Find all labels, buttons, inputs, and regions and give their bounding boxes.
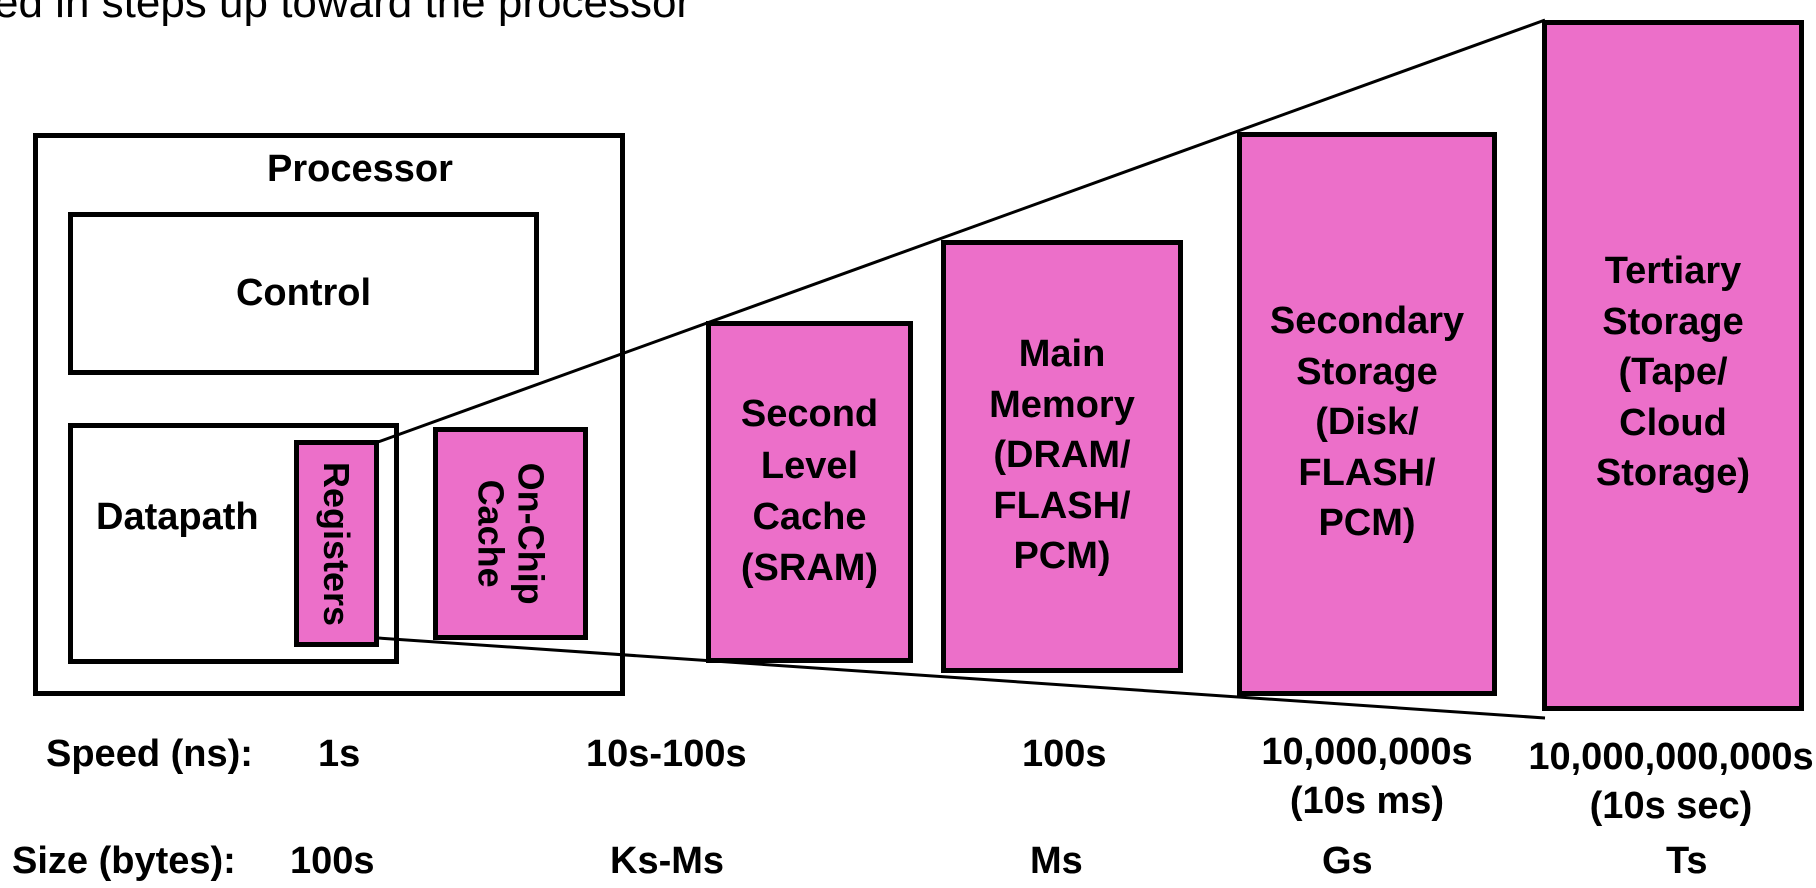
size-row-label: Size (bytes): (12, 840, 236, 882)
second-level-cache-box: Second Level Cache (SRAM) (706, 321, 913, 663)
slide-title: ed in steps up toward the processor (0, 0, 692, 27)
main-memory-label: Main Memory (DRAM/ FLASH/ PCM) (989, 333, 1135, 578)
control-box: Control (68, 212, 539, 375)
datapath-box (68, 423, 399, 664)
registers-box: Registers (294, 440, 379, 647)
onchip-cache-label: On-Chip Cache (470, 462, 552, 605)
datapath-label: Datapath (96, 496, 259, 538)
secondary-storage-box: Secondary Storage (Disk/ FLASH/ PCM) (1237, 132, 1497, 696)
size-main-memory: Ms (1030, 840, 1083, 882)
speed-secondary: 10,000,000s (10s ms) (1261, 731, 1473, 822)
main-memory-box: Main Memory (DRAM/ FLASH/ PCM) (941, 240, 1183, 673)
speed-main-memory: 100s (1022, 733, 1107, 775)
processor-label: Processor (267, 148, 453, 190)
size-secondary: Gs (1322, 840, 1373, 882)
tertiary-storage-box: Tertiary Storage (Tape/ Cloud Storage) (1542, 20, 1804, 711)
onchip-cache-box: On-Chip Cache (433, 427, 588, 640)
tertiary-storage-label: Tertiary Storage (Tape/ Cloud Storage) (1595, 250, 1751, 495)
size-cache: Ks-Ms (610, 840, 725, 882)
size-tertiary: Ts (1666, 840, 1708, 882)
control-label: Control (235, 272, 372, 314)
second-level-cache-label: Second Level Cache (SRAM) (740, 393, 879, 590)
speed-registers: 1s (318, 733, 361, 775)
processor-box (33, 133, 625, 696)
secondary-storage-label: Secondary Storage (Disk/ FLASH/ PCM) (1269, 300, 1465, 545)
speed-cache: 10s-100s (586, 733, 747, 775)
size-registers: 100s (290, 840, 375, 882)
registers-label: Registers (316, 461, 358, 626)
speed-row-label: Speed (ns): (46, 733, 253, 775)
speed-tertiary: 10,000,000,000s (10s sec) (1528, 736, 1814, 827)
